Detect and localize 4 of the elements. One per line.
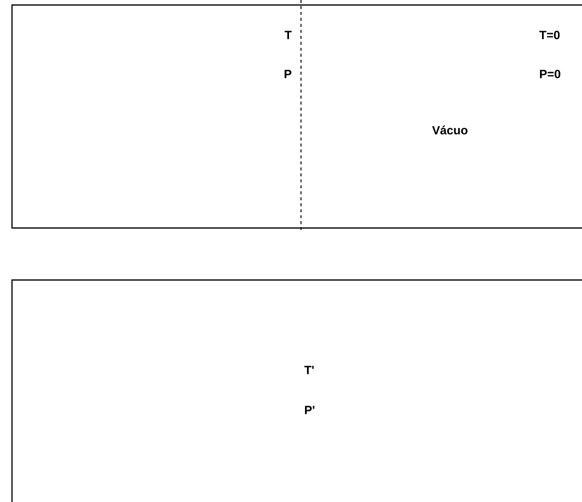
compartment: T=0 P=0 Vácuo — [432, 30, 560, 134]
compartment: T P — [284, 30, 292, 78]
chamber-box: T' P' — [11, 279, 582, 502]
container-box — [11, 4, 582, 229]
